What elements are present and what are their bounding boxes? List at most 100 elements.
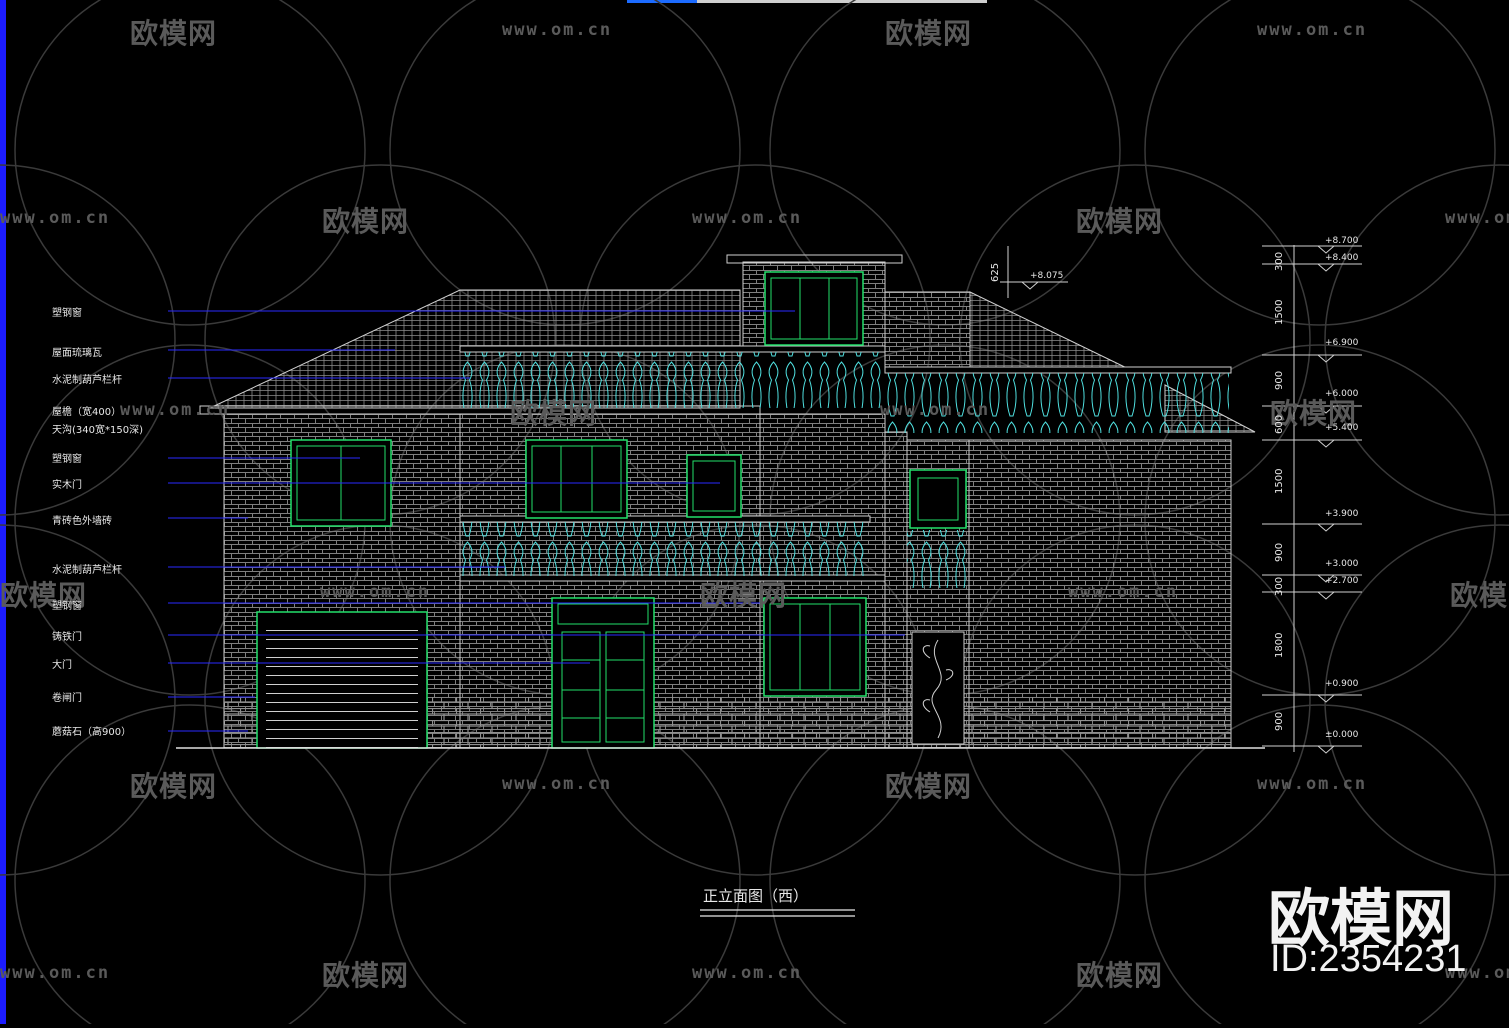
- level-mark: +8.700: [1325, 236, 1359, 246]
- watermark-logo: 欧模网: [885, 17, 973, 50]
- watermark-url: www.om.cn: [1257, 774, 1368, 794]
- watermark-arc: [769, 704, 1121, 1028]
- level-mark: +8.400: [1325, 253, 1359, 263]
- balustrade-3f: [462, 352, 883, 408]
- dimension-chain: [1007, 245, 1295, 752]
- level-mark: +5.400: [1325, 423, 1359, 433]
- watermark-url: www.om.cn: [1445, 208, 1509, 228]
- level-triangle: [1317, 405, 1335, 414]
- annotation-label: 铸铁门: [52, 632, 82, 643]
- wall-right: [968, 439, 1232, 749]
- annotation-label: 天沟(340宽*150深): [52, 425, 143, 436]
- watermark-url: www.om.cn: [0, 208, 111, 228]
- watermark-url: www.om.cn: [1445, 963, 1509, 983]
- watermark-url: www.om.cn: [120, 400, 231, 420]
- annotation-label: 水泥制葫芦栏杆: [52, 565, 122, 576]
- annotation-label: 实木门: [52, 480, 82, 491]
- watermark-logo: 欧模网: [1270, 397, 1358, 430]
- leader-lines: [168, 310, 905, 732]
- watermark-logo: 欧模网: [0, 579, 88, 612]
- watermark-arc: [0, 524, 176, 876]
- watermark-logo: 欧模网: [322, 205, 410, 238]
- annotation-label: 水泥制葫芦栏杆: [52, 375, 122, 386]
- watermark-arc: [1144, 704, 1496, 1028]
- level-mark: +6.900: [1325, 338, 1359, 348]
- dimension-label: 300: [1274, 251, 1285, 271]
- dimension-label: 600: [1274, 414, 1285, 434]
- watermark-logo: 欧模网: [1076, 205, 1164, 238]
- dimension-label: 900: [1274, 370, 1285, 390]
- watermark-arc: [0, 164, 176, 516]
- upper-wall-right: [884, 291, 971, 373]
- drawing-title: 正立面图（西）: [703, 887, 809, 905]
- level-mark: +6.000: [1325, 389, 1359, 399]
- balustrade-2f: [462, 522, 868, 576]
- level-triangle: [1317, 263, 1335, 272]
- level-triangle: [1317, 354, 1335, 363]
- dimension-label: 900: [1274, 711, 1285, 731]
- watermark-arc: [1324, 524, 1509, 876]
- watermark-url: www.om.cn: [692, 963, 803, 983]
- level-triangle: [1021, 281, 1039, 290]
- annotation-label: 屋檐（宽400）: [52, 407, 122, 418]
- watermark-arc: [389, 704, 741, 1028]
- window-1f-right: [763, 597, 867, 697]
- watermark-arc: [389, 0, 741, 326]
- window-entry-upper: [909, 469, 967, 529]
- level-triangle: [1317, 574, 1335, 583]
- rolling-shutter-slats: [266, 622, 418, 748]
- watermark-logo: 欧模网: [1076, 959, 1164, 992]
- window-tower: [764, 271, 864, 346]
- level-mark: +8.075: [1030, 271, 1064, 281]
- viewport-border: [0, 0, 6, 1024]
- annotation-label: 卷闸门: [52, 693, 82, 704]
- level-triangle: [1317, 745, 1335, 754]
- watermark-arc: [1144, 0, 1496, 326]
- watermark-url: www.om.cn: [502, 774, 613, 794]
- watermark-logo: 欧模网: [700, 579, 788, 612]
- annotation-label: 塑钢窗: [52, 308, 82, 319]
- level-triangle: [1317, 591, 1335, 600]
- level-triangle: [1317, 694, 1335, 703]
- watermark-url: www.om.cn: [502, 20, 613, 40]
- level-mark: +3.900: [1325, 509, 1359, 519]
- dimension-label: 1500: [1274, 468, 1285, 494]
- level-mark: ±0.000: [1325, 730, 1359, 740]
- brand-logo-text: 欧模网: [1268, 882, 1455, 955]
- level-mark: +0.900: [1325, 679, 1359, 689]
- roof-dimension-label: 625: [990, 262, 1001, 282]
- dimension-label: 900: [1274, 542, 1285, 562]
- watermark-logo: 欧模网: [322, 959, 410, 992]
- watermark-logo: 欧模网: [130, 17, 218, 50]
- watermark-url: www.om.cn: [0, 963, 111, 983]
- level-triangle: [1317, 439, 1335, 448]
- right-roof: [969, 291, 1136, 373]
- door-2f-wood: [686, 454, 742, 518]
- annotation-label: 塑钢窗: [52, 454, 82, 465]
- dimension-label: 1800: [1274, 632, 1285, 658]
- watermark-url: www.om.cn: [880, 400, 991, 420]
- slab-3f-right: [884, 366, 1232, 374]
- level-triangle: [1317, 245, 1335, 254]
- gate-ornament: [922, 639, 954, 739]
- watermark-arc: [1324, 164, 1509, 516]
- watermark-arc: [14, 704, 366, 1028]
- watermark-logo: 欧模网: [510, 397, 598, 430]
- slab-3f: [459, 345, 886, 353]
- main-door: [551, 597, 655, 749]
- watermark-logo: 欧模网: [130, 770, 218, 803]
- top-tab-bar: [627, 0, 987, 3]
- watermark-url: www.om.cn: [1068, 582, 1179, 602]
- annotation-label: 塑钢窗: [52, 601, 82, 612]
- annotation-label: 屋面琉璃瓦: [52, 348, 102, 359]
- balustrade-3f-right: [887, 373, 1229, 433]
- level-triangle: [1317, 523, 1335, 532]
- annotation-label: 青砖色外墙砖: [52, 516, 112, 527]
- level-mark: +2.700: [1325, 576, 1359, 586]
- watermark-arc: [14, 0, 366, 326]
- dimension-label: 1500: [1274, 299, 1285, 325]
- watermark-logo: 欧模网: [885, 770, 973, 803]
- annotation-label: 蘑菇石（高900）: [52, 727, 132, 738]
